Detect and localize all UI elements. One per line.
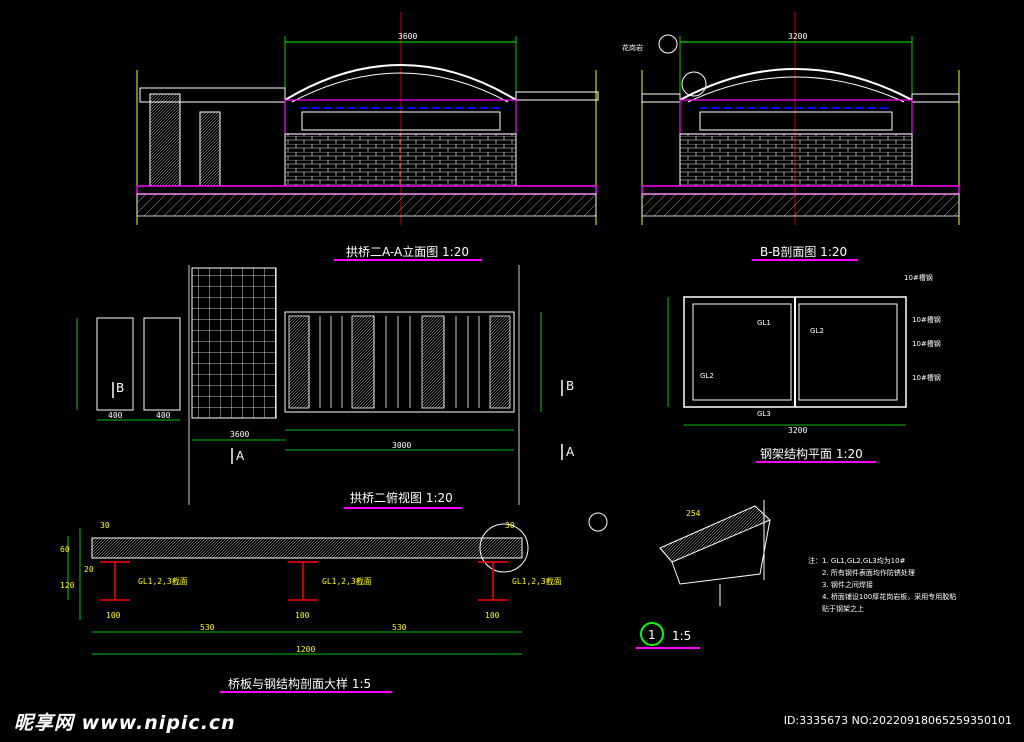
beam-plan: 3200 GL1 GL2 GL3 GL2 10#槽钢 10#槽钢 10#槽钢 1… bbox=[667, 273, 941, 463]
beam-left-dim-3: 20 bbox=[84, 565, 94, 574]
note-2: 2. 所有钢件表面均作防锈处理 bbox=[822, 568, 915, 577]
span-1: 530 bbox=[200, 623, 215, 632]
beam-dim-bottom: 3200 bbox=[788, 426, 807, 435]
beam-detail: 30 30 60 120 20 GL1,2,3截面 GL1,2,3截面 GL1,… bbox=[60, 512, 608, 693]
beam-label-gl1: GL1 bbox=[757, 319, 771, 327]
gl-label-2: GL1,2,3截面 bbox=[322, 576, 372, 586]
note-3: 3. 钢件之间焊接 bbox=[822, 580, 873, 589]
beam-label-gl3: GL3 bbox=[757, 410, 771, 418]
beam-side-4: 10#槽钢 bbox=[912, 373, 941, 382]
plan-small-dim-1: 400 bbox=[108, 411, 123, 420]
section-b-b: 3200 花岗岩 B-B剖面图 1:20 bbox=[622, 12, 960, 261]
span-2: 530 bbox=[392, 623, 407, 632]
gl-label-3: GL1,2,3截面 bbox=[512, 576, 562, 586]
beam-side-2: 10#槽钢 bbox=[912, 315, 941, 324]
elev-a-dim-top: 3600 bbox=[398, 32, 417, 41]
beam-left-dim-2: 120 bbox=[60, 581, 75, 590]
detail-dim: 254 bbox=[686, 509, 701, 518]
plan-mark-a-left: A bbox=[236, 449, 245, 463]
beam-left-dim-1: 60 bbox=[60, 545, 70, 554]
elevation-a-a: 3600 拱桥二A-A立面图 1:20 bbox=[136, 12, 599, 261]
total-span: 1200 bbox=[296, 645, 315, 654]
note-5: 贴于钢架之上 bbox=[822, 604, 864, 613]
gl-label-1: GL1,2,3截面 bbox=[138, 576, 188, 586]
sec-b-title: B-B剖面图 1:20 bbox=[760, 245, 847, 259]
watermark-site: 昵享网 www.nipic.cn bbox=[14, 712, 236, 734]
notes-header: 注： bbox=[808, 556, 822, 565]
beam-top-dim-2: 30 bbox=[505, 521, 515, 530]
detail-num: 1 bbox=[648, 628, 656, 642]
note-4: 4. 桥面铺设100厚花岗岩板，采用专用胶粘 bbox=[822, 592, 956, 601]
notes-block: 注： 1. GL1,GL2,GL3均为10# 2. 所有钢件表面均作防锈处理 3… bbox=[808, 556, 956, 613]
beam-detail-title: 桥板与钢结构剖面大样 1:5 bbox=[228, 676, 371, 691]
flange-w-2: 100 bbox=[295, 611, 310, 620]
sec-b-dim-top: 3200 bbox=[788, 32, 807, 41]
detail-scale: 1:5 bbox=[672, 629, 691, 643]
watermark-id: ID:3335673 NO:20220918065259350101 bbox=[783, 714, 1012, 727]
plan-mark-a-right: A bbox=[566, 445, 575, 459]
beam-label-gl2: GL2 bbox=[810, 327, 824, 335]
elev-a-title: 拱桥二A-A立面图 1:20 bbox=[346, 244, 469, 259]
flange-w-3: 100 bbox=[485, 611, 500, 620]
plan-small-dim-2: 400 bbox=[156, 411, 171, 420]
plan-dim-deck: 3000 bbox=[392, 441, 411, 450]
note-1: 1. GL1,GL2,GL3均为10# bbox=[822, 556, 906, 565]
beam-plan-title: 钢架结构平面 1:20 bbox=[760, 446, 863, 461]
plan-mark-b-right: B bbox=[566, 379, 574, 393]
plan-dim-grid: 3600 bbox=[230, 430, 249, 439]
bridge-plan: 400 400 B A 3600 3000 B A 拱桥二俯视图 1:20 bbox=[76, 265, 575, 509]
plan-mark-b-left: B bbox=[116, 381, 124, 395]
beam-top-dim-1: 30 bbox=[100, 521, 110, 530]
beam-label-gl2b: GL2 bbox=[700, 372, 714, 380]
flange-w-1: 100 bbox=[106, 611, 121, 620]
sec-b-label: 花岗岩 bbox=[622, 43, 643, 52]
detail-1: 254 1 1:5 bbox=[636, 500, 771, 649]
beam-side-3: 10#槽钢 bbox=[912, 339, 941, 348]
beam-side-1: 10#槽钢 bbox=[904, 273, 933, 282]
plan-title: 拱桥二俯视图 1:20 bbox=[350, 490, 453, 505]
